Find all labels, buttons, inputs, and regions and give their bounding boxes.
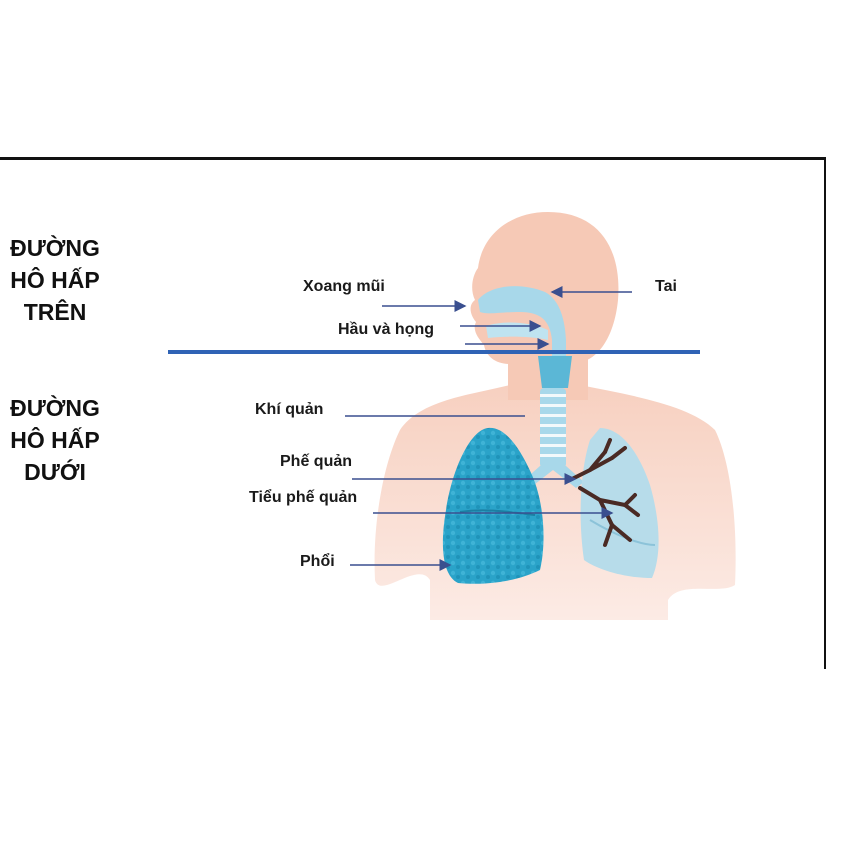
pointer-lines [345, 286, 632, 571]
left-lung [442, 427, 544, 584]
head [470, 212, 619, 364]
label-sinus: Xoang mũi [303, 278, 385, 295]
label-bronchi: Phế quản [280, 453, 353, 470]
lower-tract-label: ĐƯỜNG HÔ HẤP DƯỚI [10, 395, 100, 485]
label-trachea: Khí quản [255, 401, 324, 418]
frame-right-border [824, 157, 826, 669]
nasal-airway [478, 286, 566, 360]
label-lungs: Phổi [300, 553, 335, 570]
frame-top-border [0, 157, 826, 160]
label-bronchioles: Tiểu phế quản [249, 489, 358, 506]
bronchi-tree [568, 438, 640, 547]
label-ear: Tai [655, 278, 677, 295]
label-pharynx: Hầu và họng [338, 321, 435, 338]
upper-lower-divider [168, 350, 700, 354]
larynx [538, 356, 572, 388]
trachea [522, 388, 584, 488]
upper-tract-label: ĐƯỜNG HÔ HẤP TRÊN [10, 235, 100, 325]
